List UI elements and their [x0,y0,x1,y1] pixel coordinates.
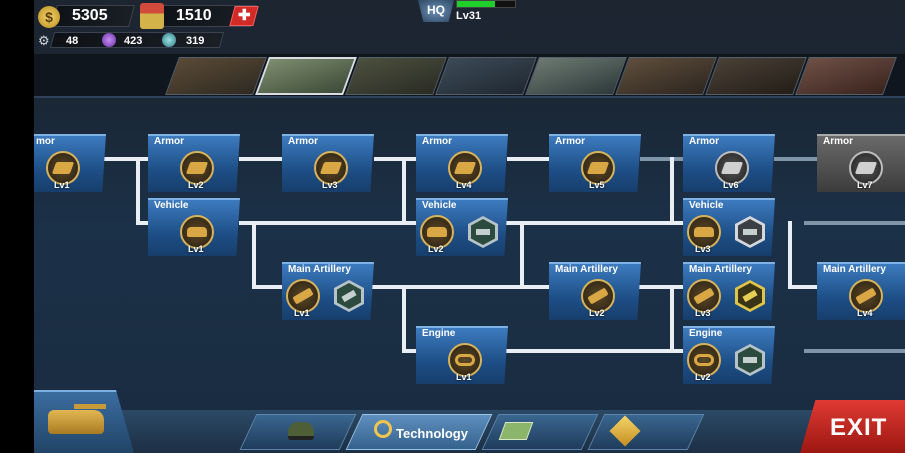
tech-node-engine-2[interactable]: Engine Lv2 [683,326,775,384]
cannon-icon [849,279,883,313]
officer-cap-icon [288,422,314,440]
energy-icon [102,33,116,47]
armor-plate-icon [581,151,615,185]
tech-node-artillery-2[interactable]: Main Artillery Lv2 [549,262,641,320]
cannon-icon [286,279,320,313]
category-infantry[interactable] [165,57,267,95]
tech-node-armor-1[interactable]: mor Lv1 [34,134,106,192]
exit-label: EXIT [830,414,888,441]
tech-node-vehicle-2[interactable]: Vehicle Lv2 [416,198,508,256]
cannon-icon [687,279,721,313]
unit-shortcut-button[interactable] [34,390,134,453]
add-medals-button[interactable]: ✚ [229,6,259,26]
medal-icon [140,3,164,29]
parts-value: 319 [186,35,205,47]
tech-node-artillery-3[interactable]: Main Artillery Lv3 [683,262,775,320]
armor-plate-icon [715,151,749,185]
hq-level[interactable]: HQ Lv31 [418,0,518,24]
cannon-upgrade-icon [334,280,364,312]
tab-resources[interactable] [587,414,705,450]
tank-icon [687,215,721,249]
tab-map[interactable] [481,414,599,450]
armor-plate-icon [448,151,482,185]
gold-value: 5305 [72,7,108,24]
magnifier-icon [374,420,392,438]
armor-plate-icon [180,151,214,185]
tech-node-engine-1[interactable]: Engine Lv1 [416,326,508,384]
tank-icon [48,410,104,434]
category-bunker[interactable] [615,57,717,95]
engine-upgrade-icon [735,344,765,376]
hq-progress-bar [456,0,516,8]
tech-node-artillery-4[interactable]: Main Artillery Lv4 [817,262,905,320]
engine-icon [687,343,721,377]
category-battleship[interactable] [435,57,537,95]
armor-plate-icon [46,151,80,185]
category-strip [34,54,905,98]
category-aircraft[interactable] [525,57,627,95]
gears-value: 48 [66,35,79,47]
category-artillery[interactable] [345,57,447,95]
tech-node-armor-7[interactable]: Armor Lv7 [817,134,905,192]
tech-node-vehicle-3[interactable]: Vehicle Lv3 [683,198,775,256]
category-missile[interactable] [795,57,897,95]
tab-technology-label: Technology [396,426,468,441]
tech-node-armor-4[interactable]: Armor Lv4 [416,134,508,192]
tech-node-armor-6[interactable]: Armor Lv6 [683,134,775,192]
medal-value: 1510 [176,7,212,24]
tank-icon [420,215,454,249]
hq-badge: HQ [418,0,454,22]
tank-icon [180,215,214,249]
game-screen: $ 5305 1510 ✚ ⚙ 48 423 319 HQ Lv31 [34,0,905,453]
gear-icon: ⚙ [38,33,50,48]
armor-plate-icon [314,151,348,185]
engine-icon [448,343,482,377]
gold-coin-icon: $ [38,6,60,28]
tech-node-artillery-1[interactable]: Main Artillery Lv1 [282,262,374,320]
hq-level-label: Lv31 [456,10,482,22]
exit-button[interactable] [800,400,905,453]
category-field-gun[interactable] [705,57,807,95]
energy-value: 423 [124,35,143,47]
tech-node-armor-2[interactable]: Armor Lv2 [148,134,240,192]
tech-node-armor-5[interactable]: Armor Lv5 [549,134,641,192]
tech-node-armor-3[interactable]: Armor Lv3 [282,134,374,192]
tech-node-vehicle-1[interactable]: Vehicle Lv1 [148,198,240,256]
parts-icon [162,33,176,47]
armor-plate-icon [849,151,883,185]
category-tank[interactable] [255,57,357,95]
cannon-upgrade-icon [735,280,765,312]
cannon-icon [581,279,615,313]
